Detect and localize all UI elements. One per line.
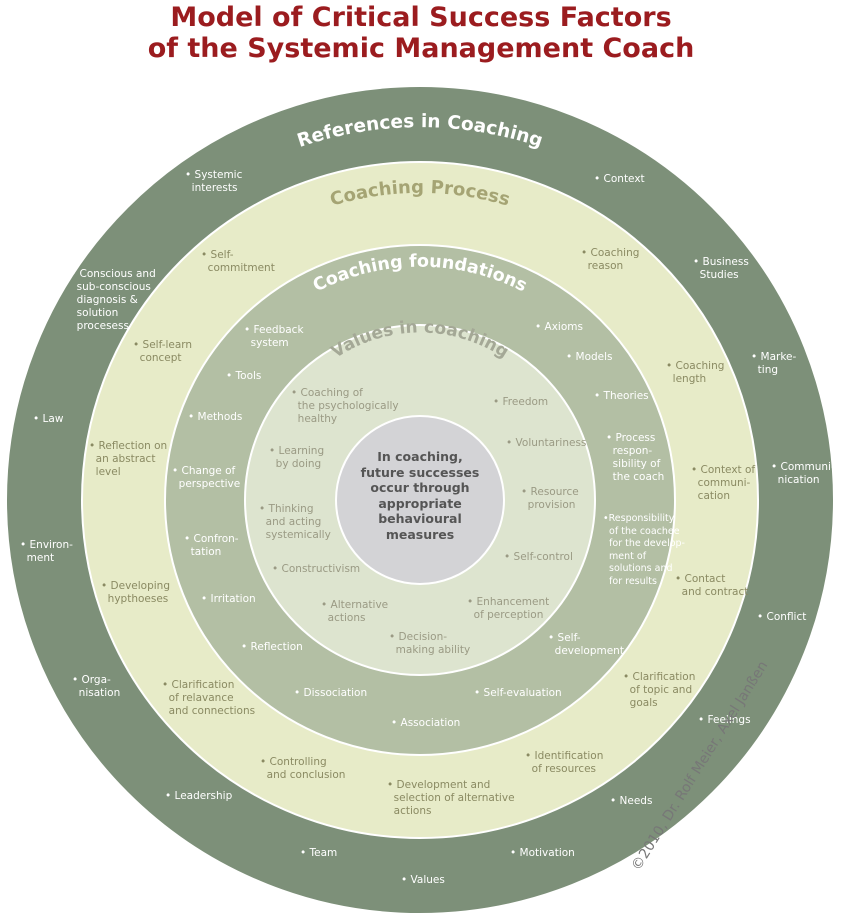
process-item: • Coaching length [666,360,725,385]
value-item: • Resource provision [521,486,579,511]
center-line: appropriate [378,495,462,511]
reference-item: • Conflict [757,611,807,623]
reference-item: • Communi- nication [771,461,835,486]
foundation-item: • Dissociation [294,687,368,699]
center-line: behavioural [378,511,462,526]
reference-item: • Team [300,847,338,859]
process-item: • Clarification of topic and goals [623,671,696,709]
process-item: • Controlling and conclusion [260,756,346,781]
reference-item: • Conscious and sub-conscious diagnosis … [70,268,156,332]
value-item: • Self-control [504,551,573,563]
title-line-1: Model of Critical Success Factors [170,2,672,33]
foundation-item: • Self- development [548,632,624,657]
foundation-item: • Theories [594,390,649,402]
reference-item: • Law [33,413,64,425]
process-item: • Contact and contract [675,573,749,598]
foundation-item: • Reflection [241,641,303,653]
center-statement: In coaching, future successes occur thro… [345,449,495,542]
reference-item: • Systemic interests [185,169,243,194]
reference-item: • Context [594,173,645,185]
reference-item: • Orga- nisation [72,674,121,699]
center-line: In coaching, [377,449,463,464]
process-item: • Reflection on an abstract level [89,440,168,478]
reference-item: • Environ- ment [20,539,73,564]
foundation-item: • Self-evaluation [474,687,562,699]
reference-item: • Motivation [510,847,575,859]
reference-item: • Leadership [165,790,233,802]
process-item: • Clarification of relavance and connect… [162,679,256,717]
center-line: future successes [360,464,480,480]
value-item: • Coaching of the psychologically health… [291,387,399,425]
value-item: • Constructivism [272,563,361,575]
process-item: • Developing hypthoeses [101,580,170,605]
value-item: • Learning by doing [269,445,325,470]
process-item: • Self- commitment [201,249,275,274]
center-circle [335,415,505,585]
title-line-2: of the Systemic Management Coach [147,33,695,64]
value-item: • Decision- making ability [389,631,471,656]
process-item: • Self-learn concept [133,339,193,364]
value-item: • Freedom [493,396,549,408]
foundation-item: • Axioms [535,321,583,333]
value-item: • Alternative actions [321,599,389,624]
reference-item: • Needs [610,795,653,807]
process-item: • Identification of resources [525,750,604,775]
foundation-item: • Change of perspective [172,465,241,490]
foundation-item: • Methods [188,411,243,423]
foundation-item: • Feedback system [244,324,304,349]
foundation-item: •Responsibility of the coachee for the d… [603,513,685,587]
foundation-item: • Irritation [201,593,256,605]
process-item: • Coaching reason [581,247,640,272]
reference-item: • Marke- ting [751,351,797,376]
value-item: • Enhancement of perception [467,596,550,621]
foundation-item: • Association [391,717,461,729]
foundation-item: • Models [566,351,613,363]
value-item: • Voluntariness [506,437,587,449]
reference-item: • Business Studies [693,256,749,281]
foundation-item: • Tools [226,370,262,382]
value-item: • Thinking and acting systemically [259,503,331,541]
center-line: occur through [370,480,470,495]
process-item: • Context of communi- cation [691,464,756,502]
foundation-item: • Confron- tation [184,533,239,558]
reference-item: • Values [401,874,445,886]
foundation-item: • Process respon- sibility of the coach [606,432,665,483]
center-line: measures [385,526,455,542]
reference-item: • Feelings [698,714,751,726]
diagram-title: Model of Critical Success Factors of the… [0,2,842,64]
process-item: • Development and selection of alternati… [387,779,515,817]
